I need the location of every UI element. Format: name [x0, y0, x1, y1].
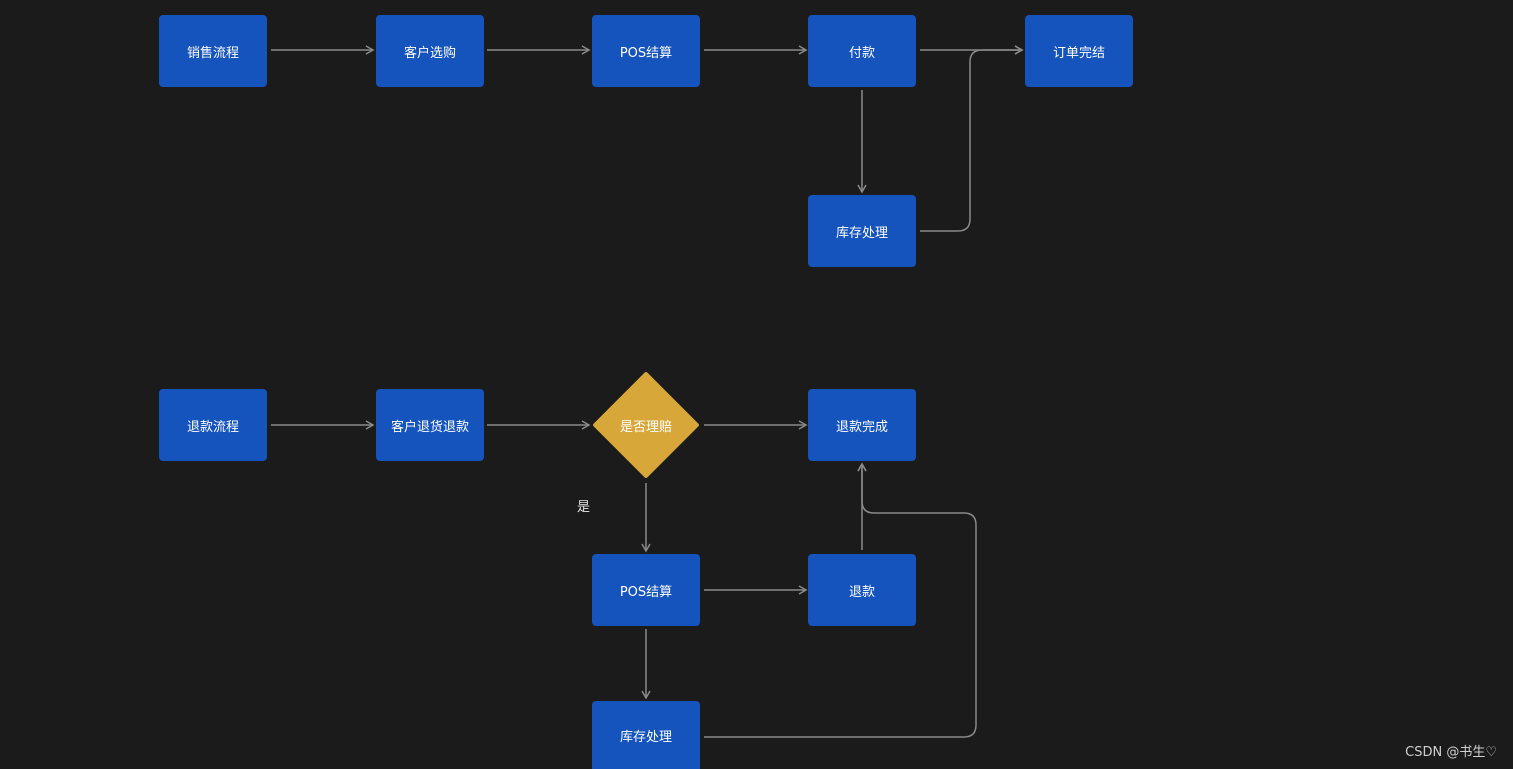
- node-customer-browse[interactable]: 客户选购: [376, 15, 484, 87]
- node-label: 订单完结: [1052, 45, 1105, 61]
- node-pos-refund[interactable]: POS结算: [592, 554, 700, 626]
- node-pos-checkout[interactable]: POS结算: [592, 15, 700, 87]
- edge-inventory-to-complete: [920, 45, 1024, 232]
- node-payment[interactable]: 付款: [808, 15, 916, 87]
- edge-inventory-to-refund-complete: [704, 462, 977, 738]
- node-inventory-refund[interactable]: 库存处理: [592, 701, 700, 769]
- node-label: 客户选购: [403, 45, 456, 61]
- decision-label: 是否理赔: [619, 419, 672, 435]
- node-label: 库存处理: [835, 225, 888, 241]
- edge-label-yes: 是: [577, 500, 591, 515]
- node-label: POS结算: [619, 584, 673, 600]
- node-label: POS结算: [619, 45, 673, 61]
- node-inventory-sales[interactable]: 库存处理: [808, 195, 916, 267]
- node-label: 付款: [848, 45, 875, 61]
- node-sales-start[interactable]: 销售流程: [159, 15, 267, 87]
- watermark: CSDN @书生♡: [1405, 745, 1497, 760]
- decision-claim[interactable]: 是否理赔: [592, 371, 700, 479]
- node-label: 退款完成: [835, 419, 888, 435]
- node-label: 客户退货退款: [390, 419, 469, 435]
- node-label: 退款: [848, 584, 875, 600]
- node-refund-complete[interactable]: 退款完成: [808, 389, 916, 461]
- node-label: 库存处理: [619, 729, 672, 745]
- node-label: 销售流程: [186, 45, 239, 61]
- node-order-complete[interactable]: 订单完结: [1025, 15, 1133, 87]
- node-label: 退款流程: [186, 419, 239, 435]
- node-customer-return[interactable]: 客户退货退款: [376, 389, 484, 461]
- node-refund-start[interactable]: 退款流程: [159, 389, 267, 461]
- node-refund[interactable]: 退款: [808, 554, 916, 626]
